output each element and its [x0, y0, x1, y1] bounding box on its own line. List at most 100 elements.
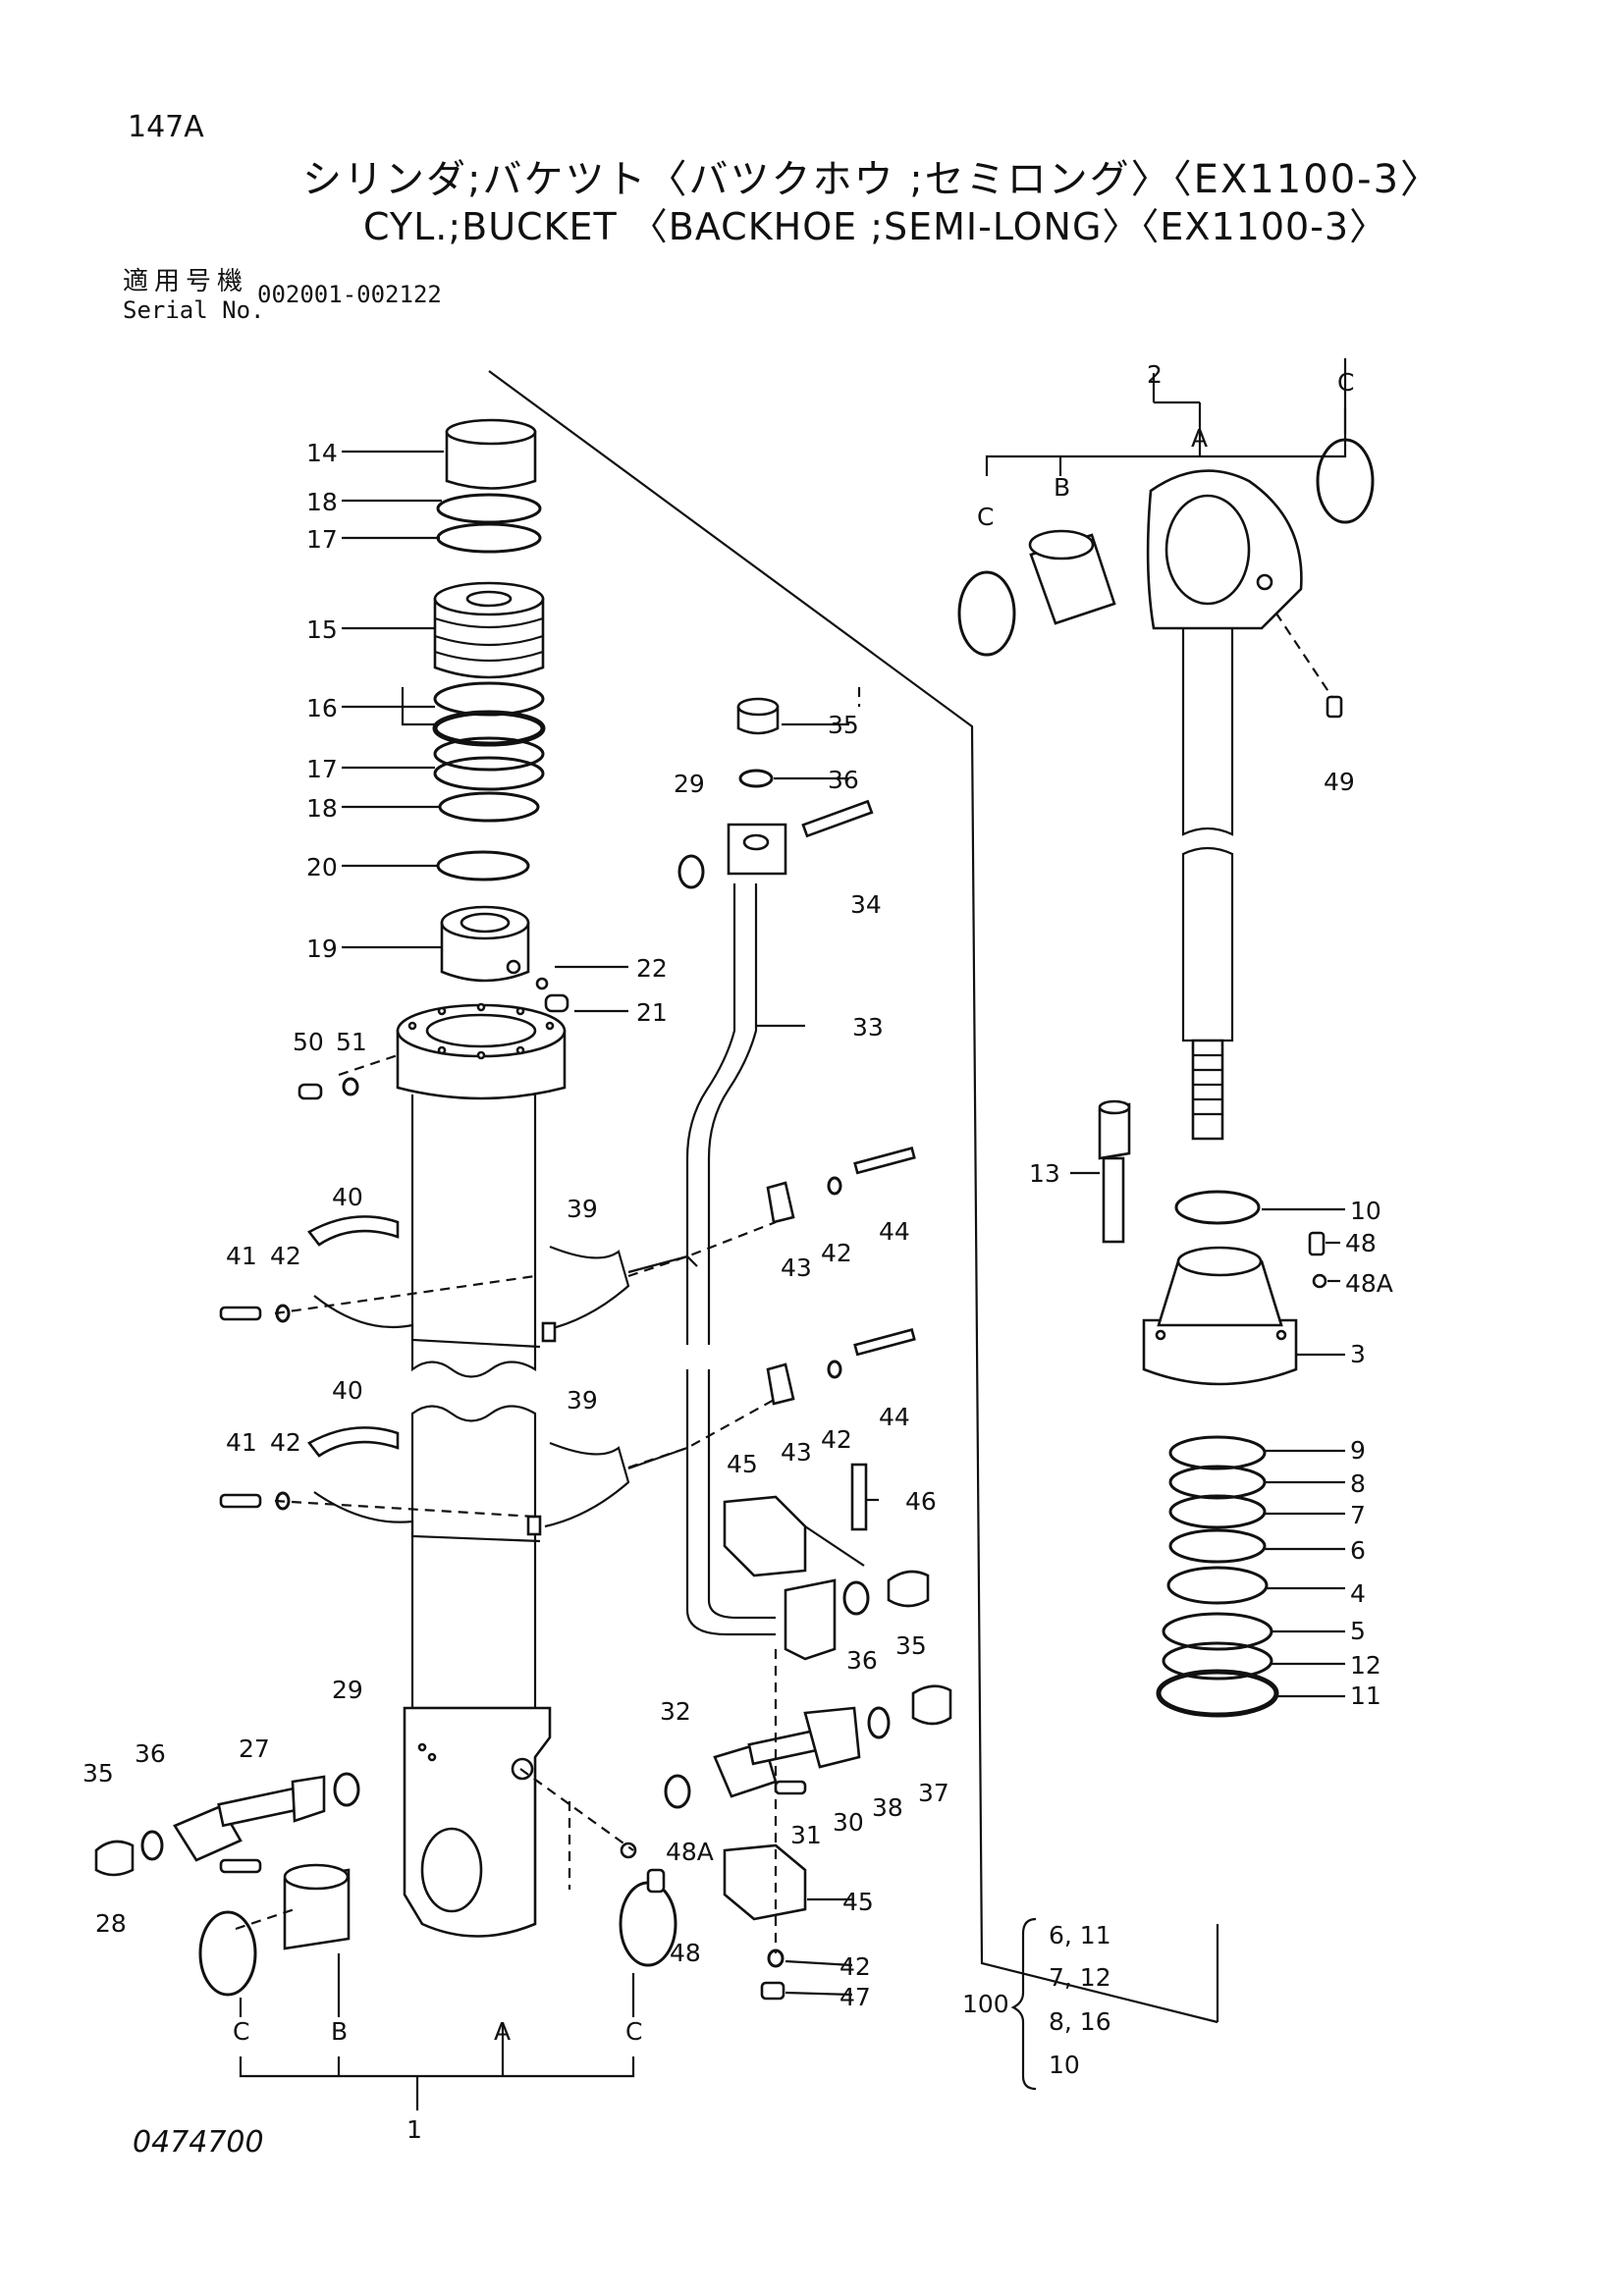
callout-label: 18	[306, 794, 338, 823]
part-43-44-brackets	[766, 1147, 916, 1406]
callout-label: 50	[293, 1028, 324, 1056]
callout-label: 7	[1350, 1501, 1366, 1529]
part-18-17-rings-upper	[436, 493, 542, 554]
callout-label: 35	[895, 1631, 927, 1660]
part-41-42-bolts	[219, 1304, 291, 1511]
subpart-letter-c: C	[233, 2017, 249, 2046]
kit-number: 100	[962, 1990, 1009, 2018]
callout-label: 6	[1350, 1536, 1366, 1565]
subpart-letter-c: C	[1337, 368, 1354, 397]
callout-label: 45	[727, 1450, 758, 1478]
part-16-17-18-rings-lower	[432, 681, 546, 823]
callout-label: 2	[1147, 360, 1163, 389]
part-20-ring	[436, 850, 530, 881]
callout-label: 17	[306, 525, 338, 554]
part-lower-hose-block	[784, 1570, 930, 1661]
kit-item: 7, 12	[1049, 1963, 1111, 1992]
callout-label: 15	[306, 615, 338, 644]
part-35-36-top-plug	[736, 697, 780, 788]
part-14-nut-cap	[445, 418, 537, 490]
callout-label: 19	[306, 934, 338, 963]
part-10-ring	[1174, 1190, 1261, 1225]
callout-label: 44	[879, 1403, 910, 1431]
callout-label: 41	[226, 1428, 257, 1457]
callout-label: 39	[567, 1195, 598, 1223]
callout-label: 40	[332, 1183, 363, 1211]
callout-label: 46	[905, 1487, 937, 1516]
part-b-bushing-right	[1028, 529, 1116, 625]
callout-label: 35	[82, 1759, 114, 1788]
callout-label: 42	[821, 1239, 852, 1267]
callout-label: 13	[1029, 1159, 1060, 1188]
callout-label: 48A	[1345, 1269, 1393, 1298]
subpart-letter-c: C	[977, 503, 994, 531]
callout-label: 48	[1345, 1229, 1377, 1257]
callout-label: 20	[306, 853, 338, 881]
callout-label: 43	[781, 1254, 812, 1282]
callout-label: 27	[239, 1735, 270, 1763]
callout-label: 29	[332, 1676, 363, 1704]
callout-label: 34	[850, 890, 882, 919]
callout-label: 1	[406, 2115, 422, 2144]
part-21-22-plug	[535, 977, 569, 1013]
leader-lines-right	[1070, 1171, 1345, 1698]
callout-label: 36	[846, 1646, 878, 1675]
callout-label: 11	[1350, 1682, 1381, 1710]
cylinder-head-flange	[396, 1002, 567, 1100]
part-9-4-5-rings	[1156, 1435, 1279, 1718]
part-48-48a-right	[1308, 1231, 1327, 1289]
callout-label: 35	[828, 711, 859, 739]
callout-label: 41	[226, 1242, 257, 1270]
part-33-hose	[685, 883, 776, 1636]
callout-label: 3	[1350, 1340, 1366, 1368]
assembly-paths	[235, 598, 1336, 1953]
part-3-rod-cover	[1142, 1246, 1298, 1386]
part-40-39-clamp-lower	[307, 1426, 688, 1543]
callout-label: 38	[872, 1793, 903, 1822]
callout-label: 42	[270, 1428, 301, 1457]
callout-label: 47	[839, 1983, 871, 2011]
seal-kit-list: 100 6, 11 7, 12 8, 16 10	[962, 1921, 1111, 2079]
callout-labels: 1 1 2 3 4 5 6 7 8 9 10 11 12 13 14 15 16…	[82, 360, 1393, 2144]
kit-item: 6, 11	[1049, 1921, 1111, 1949]
subpart-letter-a: A	[1191, 424, 1208, 453]
callout-label: 48A	[666, 1838, 714, 1866]
callout-label: 31	[790, 1821, 822, 1849]
part-a-piston-rod	[1146, 469, 1303, 1141]
leader-lines-left	[342, 450, 879, 1997]
callout-label: 30	[833, 1808, 864, 1837]
callout-label: 21	[636, 998, 668, 1027]
callout-label: 18	[306, 488, 338, 516]
callout-label: 40	[332, 1376, 363, 1405]
callout-label: 12	[1350, 1651, 1381, 1680]
callout-label: 9	[1350, 1436, 1366, 1465]
title-english: CYL.;BUCKET 〈BACKHOE ;SEMI-LONG〉〈EX1100-…	[363, 205, 1388, 248]
callout-label: 10	[1350, 1197, 1381, 1225]
subpart-letter-b: B	[331, 2017, 348, 2046]
part-15-piston	[433, 581, 545, 679]
callout-label: 22	[636, 954, 668, 983]
part-40-39-clamp-upper	[307, 1215, 698, 1349]
subpart-letter-c: C	[625, 2017, 642, 2046]
callout-label: 44	[879, 1217, 910, 1246]
part-48-48a-fittings	[620, 1842, 666, 1894]
serial-label-japanese: 適用号機	[123, 267, 249, 296]
callout-label: 4	[1350, 1579, 1366, 1608]
callout-label: 43	[781, 1438, 812, 1467]
title-japanese: シリンダ;バケツト〈バツクホウ ;セミロング〉〈EX1100-3〉	[302, 157, 1442, 202]
part-50-51-bolt	[298, 1077, 359, 1100]
cylinder-tube	[403, 1095, 552, 1938]
callout-label: 48	[670, 1939, 701, 1967]
part-34-29-block-upper	[677, 799, 874, 889]
kit-item: 8, 16	[1049, 2007, 1111, 2036]
part-30-block-assembly	[664, 1684, 952, 1809]
callout-label: 14	[306, 439, 338, 467]
part-c-ring-right-pair	[957, 438, 1375, 657]
part-27-pipe	[94, 1772, 360, 1877]
subpart-letters: A B C C A B C C	[233, 368, 1354, 2046]
callout-label: 36	[828, 766, 859, 794]
callout-label: 16	[306, 694, 338, 722]
callout-label: 17	[306, 755, 338, 783]
part-45-46-clamp-block-upper	[723, 1463, 868, 1577]
